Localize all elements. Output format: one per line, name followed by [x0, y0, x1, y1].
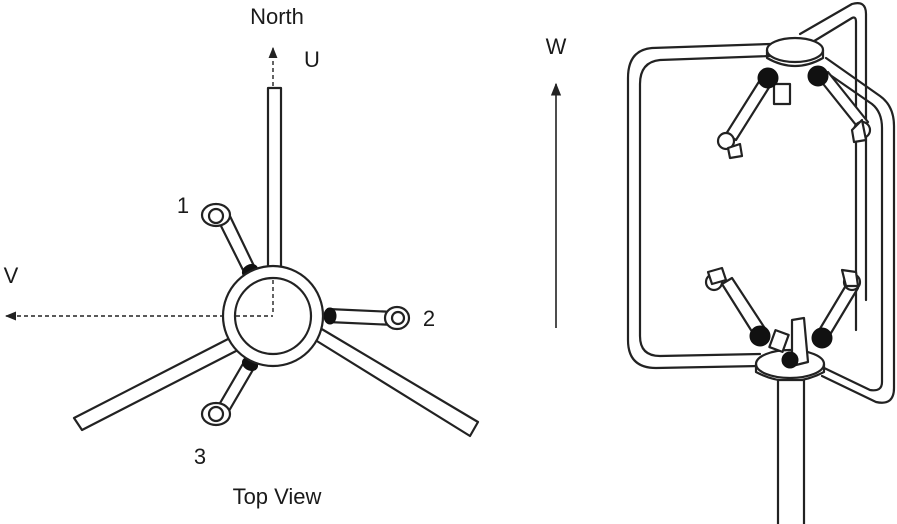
- upper-transducer-arms: [716, 65, 872, 160]
- top-view-caption: Top View: [233, 484, 322, 509]
- u-label: U: [304, 47, 320, 72]
- w-label: W: [546, 34, 567, 59]
- transducer-label-3: 3: [194, 444, 206, 469]
- frame-outer: [626, 42, 772, 370]
- lower-transducer-arms: [704, 266, 862, 349]
- v-label: V: [4, 263, 19, 288]
- support-mast: [776, 378, 806, 524]
- transducer-arm-2: [323, 305, 411, 331]
- transducer-label-1: 1: [177, 193, 189, 218]
- frame-inner: [638, 54, 772, 358]
- top-hub: [765, 36, 825, 64]
- frame-diagonal-outer: [820, 56, 896, 404]
- side-view: W: [546, 2, 896, 524]
- frame-right-outer: [798, 2, 868, 114]
- transducer-arm-3: [200, 356, 259, 427]
- transducer-arm-1: [200, 202, 259, 279]
- frame-diagonal-inner: [818, 66, 884, 392]
- frame-right-inner: [804, 16, 858, 332]
- support-arm-right: [310, 326, 480, 438]
- north-label: North: [250, 4, 304, 29]
- top-view: North U V 1 2 3 Top View: [4, 4, 480, 509]
- north-rod: [266, 86, 283, 282]
- transducer-label-2: 2: [423, 306, 435, 331]
